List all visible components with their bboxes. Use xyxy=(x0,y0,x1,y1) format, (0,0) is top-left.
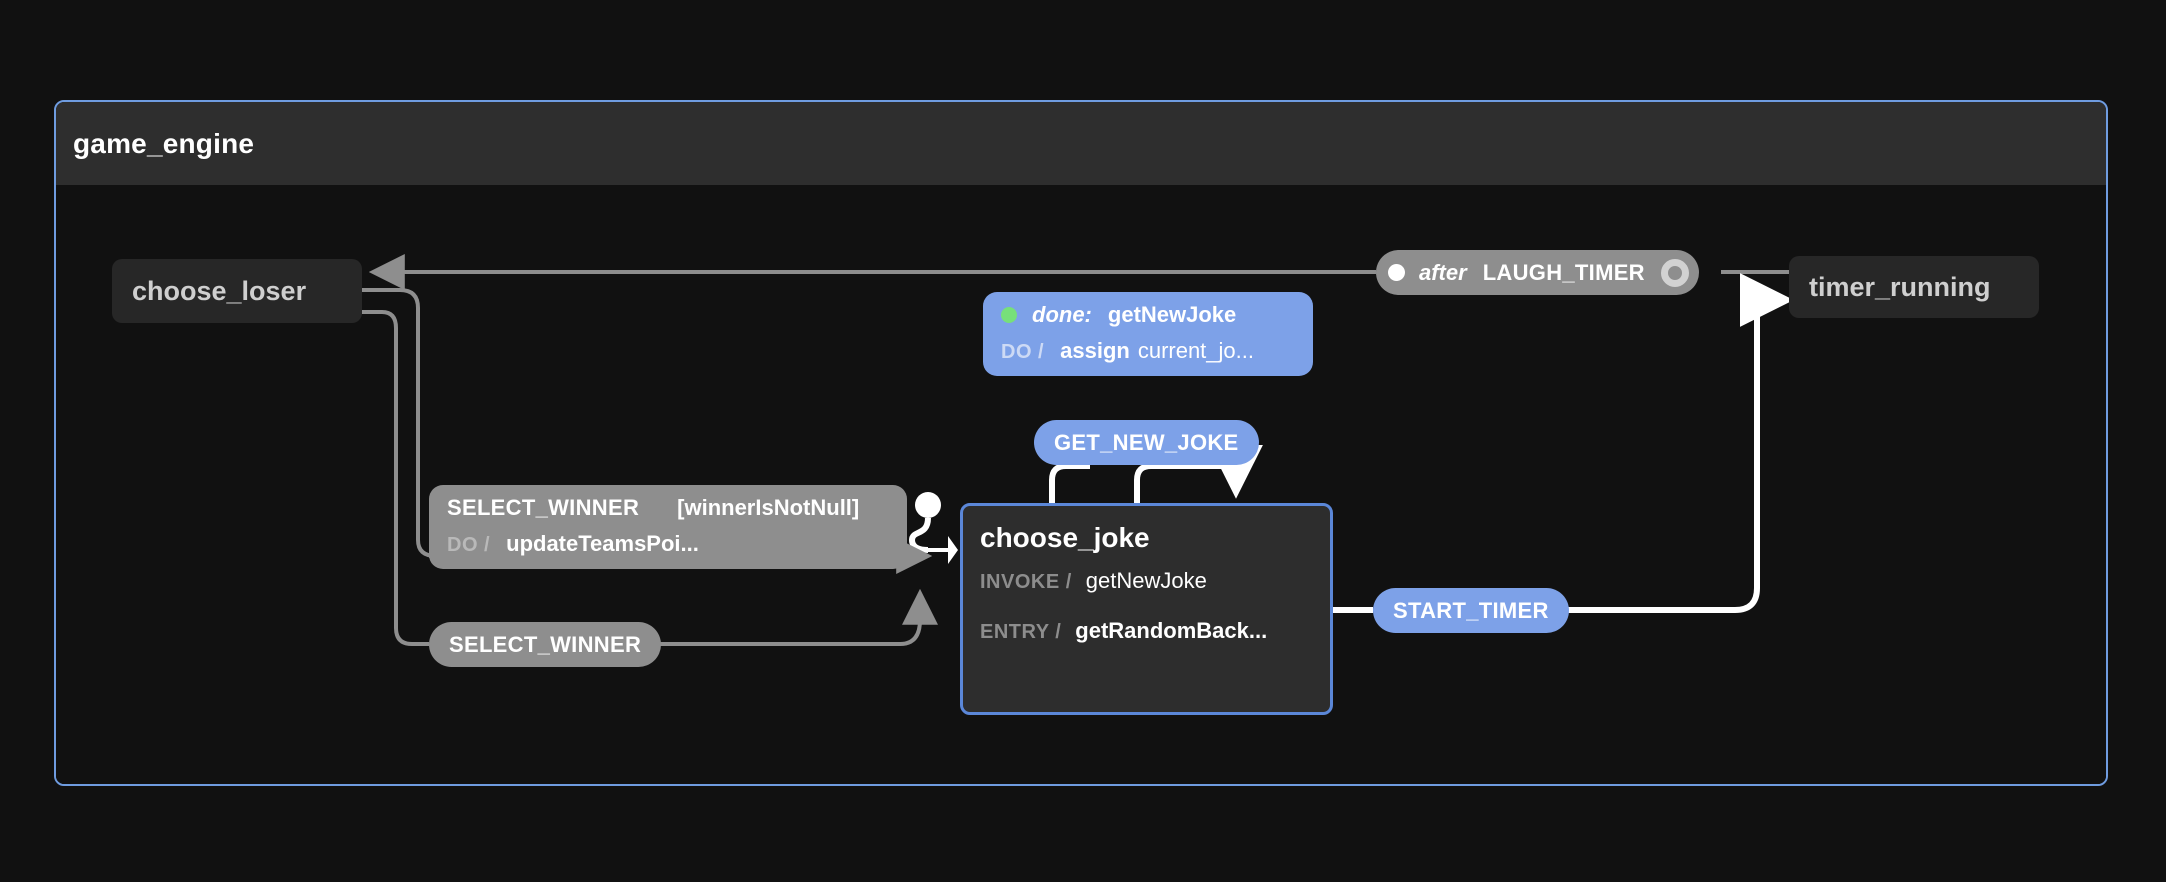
transition-label-start-timer[interactable]: START_TIMER xyxy=(1373,588,1569,633)
guard-expression: [winnerIsNotNull] xyxy=(677,495,860,520)
after-keyword: after xyxy=(1419,259,1467,285)
event-name: SELECT_WINNER xyxy=(447,495,640,520)
state-title: choose_joke xyxy=(980,522,1150,553)
transition-label-select-winner-guarded[interactable]: SELECT_WINNER [winnerIsNotNull] DO / upd… xyxy=(429,485,907,569)
state-title: timer_running xyxy=(1809,271,1991,302)
machine-title: game_engine xyxy=(73,127,255,159)
action-key: DO / xyxy=(447,534,491,556)
row-value-invoke: getNewJoke xyxy=(1085,568,1207,593)
state-node-choose-loser[interactable]: choose_loser xyxy=(112,259,362,323)
done-keyword: done: xyxy=(1032,302,1092,327)
state-node-choose-joke[interactable]: choose_joke INVOKE / getNewJoke ENTRY / … xyxy=(960,503,1333,715)
row-value-entry: getRandomBack... xyxy=(1075,618,1268,643)
row-key-entry: ENTRY / xyxy=(980,621,1062,643)
state-node-timer-running[interactable]: timer_running xyxy=(1789,256,2039,318)
done-action-key: DO / xyxy=(1001,341,1045,363)
transition-label-after-laugh-timer[interactable]: after LAUGH_TIMER xyxy=(1376,250,1699,295)
event-name: LAUGH_TIMER xyxy=(1482,259,1645,285)
state-row-entry: ENTRY / getRandomBack... xyxy=(980,618,1330,644)
done-action-bold: assign xyxy=(1060,338,1130,363)
transition-label-done-invocation[interactable]: done: getNewJoke DO / assign current_jo.… xyxy=(983,292,1313,376)
sw-line-action: DO / updateTeamsPoi... xyxy=(447,531,889,557)
event-name: GET_NEW_JOKE xyxy=(1054,429,1239,455)
sw-line-event: SELECT_WINNER [winnerIsNotNull] xyxy=(447,495,889,521)
event-dot-icon xyxy=(1388,264,1405,281)
done-dot-icon xyxy=(1001,307,1017,323)
event-name: START_TIMER xyxy=(1393,597,1549,623)
done-line-action: DO / assign current_jo... xyxy=(1001,338,1295,364)
done-action-plain: current_jo... xyxy=(1137,338,1254,363)
done-line-event: done: getNewJoke xyxy=(1001,302,1295,328)
state-title: choose_loser xyxy=(132,275,307,306)
done-source: getNewJoke xyxy=(1107,302,1237,327)
state-definition-rows: INVOKE / getNewJoke ENTRY / getRandomBac… xyxy=(963,554,1330,644)
action-value: updateTeamsPoi... xyxy=(506,531,699,556)
timer-ring-icon[interactable] xyxy=(1660,258,1689,287)
state-row-invoke: INVOKE / getNewJoke xyxy=(980,568,1330,594)
machine-header: game_engine xyxy=(56,102,2106,185)
transition-label-get-new-joke[interactable]: GET_NEW_JOKE xyxy=(1034,420,1259,465)
row-key-invoke: INVOKE / xyxy=(980,571,1072,593)
event-name: SELECT_WINNER xyxy=(449,631,642,657)
transition-label-select-winner[interactable]: SELECT_WINNER xyxy=(429,622,662,667)
